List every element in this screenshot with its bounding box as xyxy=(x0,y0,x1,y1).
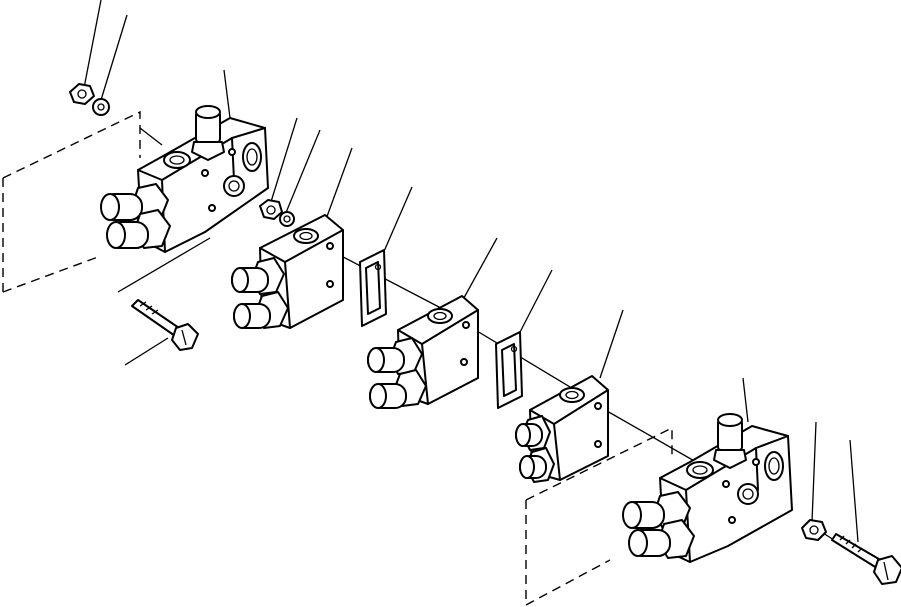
leader-line-valve-2 xyxy=(459,237,498,306)
leader-lines xyxy=(83,0,859,543)
leader-line-valve-3 xyxy=(599,309,624,379)
leader-line-end-block-top xyxy=(223,69,231,119)
nut-bottom xyxy=(801,519,827,541)
leader-line-end-block-bottom xyxy=(742,377,749,423)
relief-plug-bottom xyxy=(713,413,747,469)
leader-line-nut-mid xyxy=(269,117,298,206)
leader-line-nut-bottom xyxy=(811,421,817,523)
leader-line-washer-top xyxy=(100,14,128,101)
leader-line-valve-1 xyxy=(324,147,353,223)
bolt-top xyxy=(131,299,199,351)
valve-section-3 xyxy=(515,375,609,483)
leader-line-gasket-2 xyxy=(517,269,553,337)
washer-top xyxy=(92,98,110,116)
valve-section-2 xyxy=(367,295,479,409)
valve-section-1 xyxy=(231,214,344,329)
gasket-1 xyxy=(359,249,387,327)
leader-line-gasket-1 xyxy=(381,186,413,257)
end-block-top xyxy=(100,105,269,253)
nut-top xyxy=(69,83,95,105)
hex-plugs-valve-3 xyxy=(515,415,555,483)
leader-line-washer-mid xyxy=(284,129,321,216)
leader-line-nut-top xyxy=(83,0,102,89)
leader-line-bolt-top xyxy=(124,337,169,366)
mounting-plate-bottom xyxy=(525,426,673,606)
hex-plugs-top-block xyxy=(100,183,171,249)
hex-plugs-valve-2 xyxy=(367,337,427,409)
leader-line-bolt-bottom xyxy=(849,439,859,543)
relief-plug-top xyxy=(191,105,225,161)
end-block-bottom xyxy=(622,413,793,563)
hex-plugs-valve-1 xyxy=(231,257,289,329)
bolt-bottom xyxy=(831,533,901,585)
gasket-2 xyxy=(495,331,523,409)
mounting-plate-top xyxy=(2,110,141,293)
nut-mid xyxy=(259,199,283,220)
hex-plugs-bottom-block xyxy=(622,491,695,559)
washer-mid xyxy=(279,211,295,227)
